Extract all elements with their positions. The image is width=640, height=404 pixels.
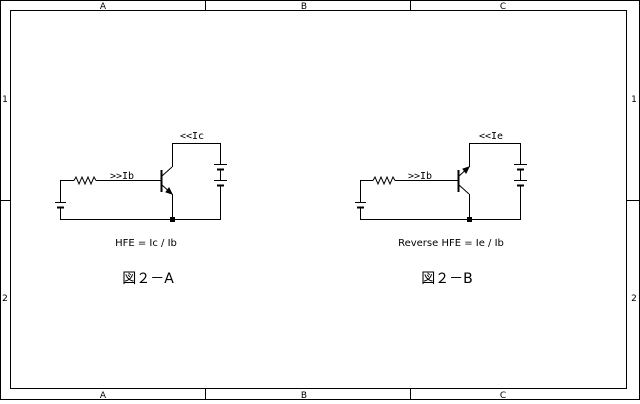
- circuit-b-formula: Reverse HFE = Ie / Ib: [398, 238, 504, 249]
- circuit-b-base-current-label: >>Ib: [408, 171, 432, 182]
- base-resistor: [73, 175, 97, 186]
- circuit-a: [55, 143, 227, 222]
- zone-label-right-1: 1: [631, 95, 637, 105]
- zone-label-left-2: 2: [2, 294, 8, 304]
- circuit-a-caption: 図２－A: [122, 271, 174, 287]
- circuit-a-formula: HFE = Ic / Ib: [115, 238, 177, 249]
- zone-label-bottom-a: A: [100, 391, 107, 400]
- base-resistor: [372, 175, 396, 186]
- circuit-b-caption: 図２－B: [421, 271, 473, 287]
- junction-dot: [467, 217, 472, 222]
- zone-label-top-a: A: [100, 2, 107, 12]
- zone-label-top-b: B: [301, 2, 307, 12]
- zone-label-right-2: 2: [631, 294, 637, 304]
- transistor-emitter-arrow: [462, 166, 470, 174]
- zone-label-bottom-c: C: [500, 391, 506, 400]
- junction-dot: [170, 217, 175, 222]
- zone-label-top-c: C: [500, 2, 506, 12]
- circuit-a-base-current-label: >>Ib: [110, 171, 134, 182]
- zone-label-left-1: 1: [2, 95, 8, 105]
- circuit-a-collector-current-label: <<Ic: [180, 131, 204, 142]
- zone-label-bottom-b: B: [301, 391, 307, 400]
- circuit-b: [355, 143, 527, 222]
- transistor-emitter-arrow: [165, 187, 173, 195]
- transistor-collector: [161, 166, 173, 177]
- circuit-b-collector-current-label: <<Ie: [479, 131, 503, 142]
- transistor-collector: [458, 184, 470, 195]
- inner-border: [10, 10, 627, 389]
